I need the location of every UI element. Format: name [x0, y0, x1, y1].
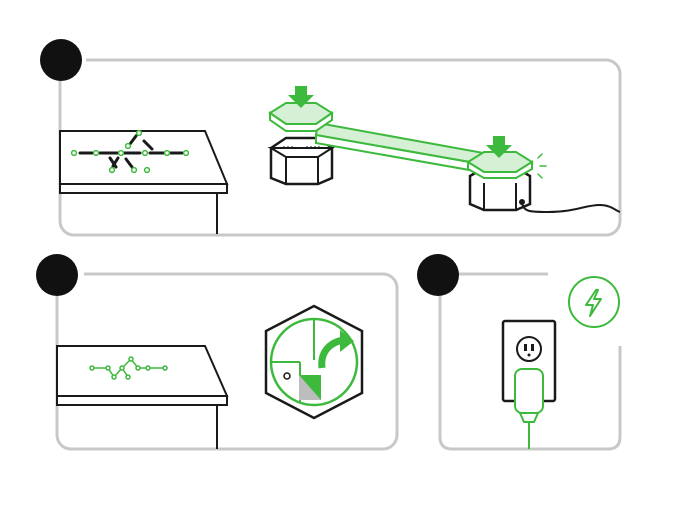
- step-2-panel: [36, 254, 397, 449]
- step-2-badge: [36, 254, 78, 296]
- step-1-badge: [40, 39, 82, 81]
- panel-top-right: [468, 152, 546, 178]
- step-3-panel: [417, 254, 620, 449]
- table-top-layout-icon: [57, 346, 227, 449]
- hexagon-panel-rotate-icon: [266, 306, 362, 418]
- table-top-layout-icon: [60, 131, 227, 234]
- power-bolt-icon: [569, 277, 619, 327]
- power-cable-icon: [522, 202, 620, 212]
- step-3-badge: [417, 254, 459, 296]
- step-1-panel: [40, 39, 620, 235]
- power-plug-icon: [515, 369, 543, 449]
